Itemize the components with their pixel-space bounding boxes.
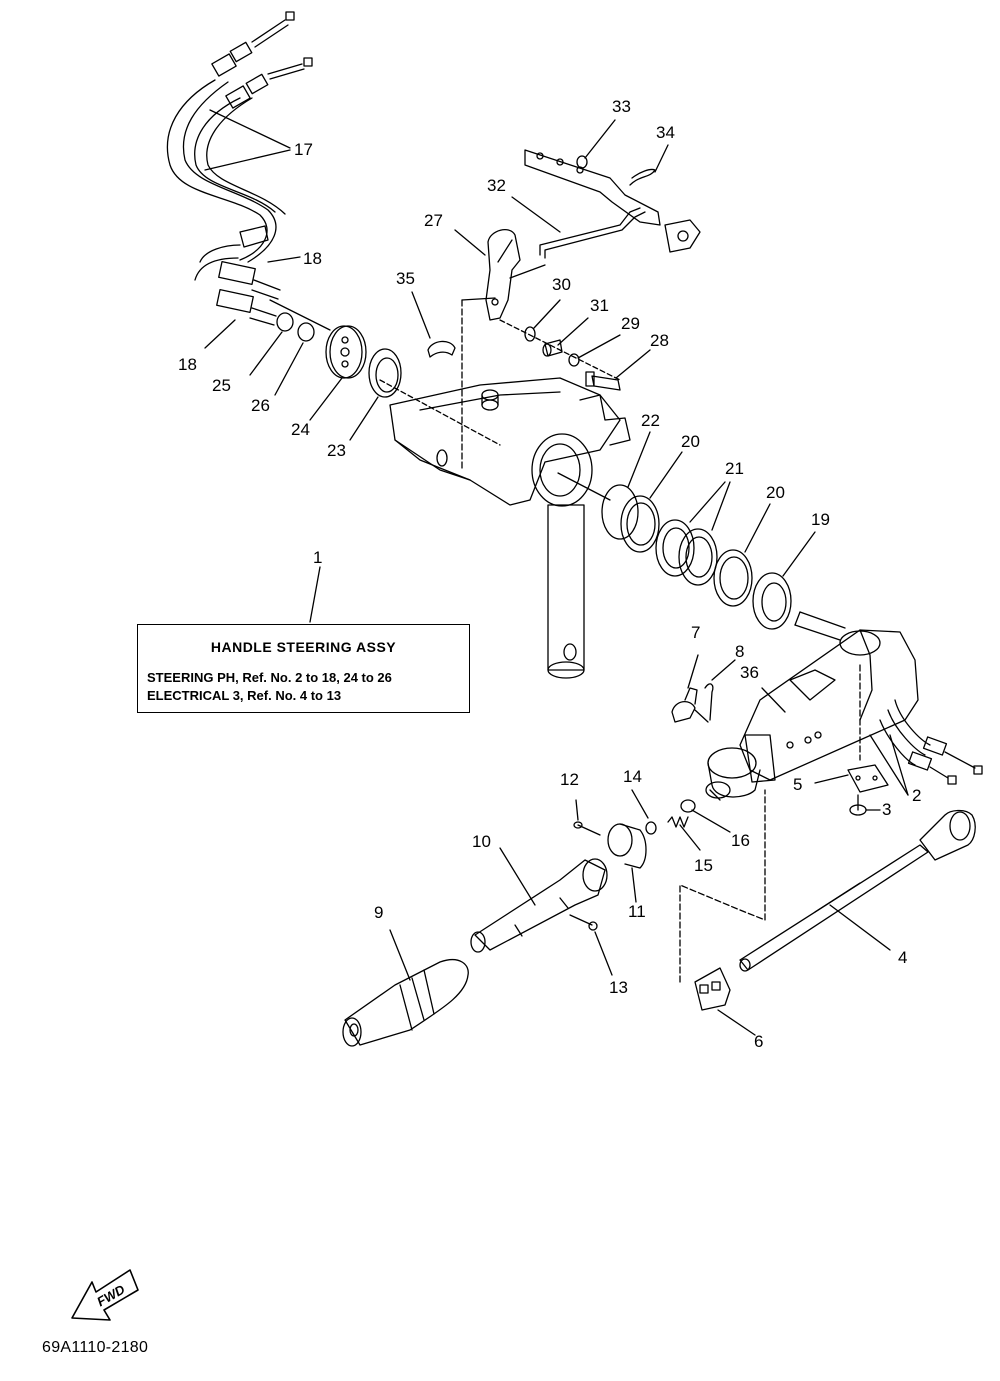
part-label-25: 25: [212, 376, 231, 395]
part-label-8: 8: [735, 642, 745, 661]
part-label-3: 3: [882, 800, 892, 819]
part-label-11: 11: [628, 902, 646, 921]
part-label-21: 21: [725, 459, 744, 478]
part-label-32: 32: [487, 176, 506, 195]
steering-bracket: [379, 377, 631, 679]
part-6-connector: [679, 789, 766, 1036]
part-label-15: 15: [694, 856, 713, 875]
part-21-shims: [655, 481, 731, 586]
part-label-10: 10: [472, 832, 491, 851]
part-label-30: 30: [552, 275, 571, 294]
part-label-22: 22: [641, 411, 660, 430]
part-28-bolt: [585, 371, 621, 391]
part-label-19: 19: [811, 510, 830, 529]
part-label-16: 16: [731, 831, 750, 850]
part-30-washer: [524, 326, 536, 342]
fwd-arrow-icon: [71, 1269, 139, 1321]
assembly-note-line-2: ELECTRICAL 3, Ref. No. 4 to 13: [147, 688, 342, 703]
part-label-29: 29: [621, 314, 640, 333]
part-label-17: 17: [294, 140, 313, 159]
part-label-18a: 18: [303, 249, 322, 268]
part-29-washer: [568, 353, 580, 367]
part-27-lever: [454, 229, 546, 321]
parts-24-25-26: [249, 299, 367, 421]
part-11-sleeve: [607, 823, 647, 903]
part-label-31: 31: [590, 296, 609, 315]
part-22-washer: [601, 431, 651, 540]
part-label-18b: 18: [178, 355, 197, 374]
part-label-9: 9: [374, 903, 384, 922]
part-label-12: 12: [560, 770, 579, 789]
part-33-bracket: [524, 119, 701, 253]
part-label-20a: 20: [681, 432, 700, 451]
part-34-clip: [629, 168, 656, 186]
part-12-screw: [573, 799, 601, 836]
part-2-steering-handle: [705, 611, 983, 801]
part-label-1: 1: [313, 548, 323, 567]
part-35-bushing: [411, 291, 456, 358]
part-7-switch: [671, 654, 709, 723]
part-label-24: 24: [291, 420, 310, 439]
assembly-note-box: HANDLE STEERING ASSY STEERING PH, Ref. N…: [137, 624, 470, 713]
part-label-36: 36: [740, 663, 759, 682]
part-label-13: 13: [609, 978, 628, 997]
leader-1: [309, 566, 321, 623]
part-label-20b: 20: [766, 483, 785, 502]
part-32-shift-rod: [511, 196, 646, 259]
part-label-33: 33: [612, 97, 631, 116]
part-13-screw: [569, 914, 613, 976]
document-code: 69A1110-2180: [42, 1339, 149, 1356]
part-label-23: 23: [327, 441, 346, 460]
part-14-washer: [631, 789, 657, 835]
part-3-screw: [849, 794, 881, 816]
part-20-washer-b: [713, 503, 771, 607]
part-18-cable-ends: [194, 225, 301, 349]
part-4-shaft: [739, 809, 976, 972]
part-16-pin: [680, 799, 731, 833]
part-17-cables: [166, 11, 313, 263]
part-20-washer-a: [620, 451, 683, 553]
part-5-plate: [814, 764, 889, 793]
part-label-28: 28: [650, 331, 669, 350]
part-label-35: 35: [396, 269, 415, 288]
part-label-6: 6: [754, 1032, 764, 1051]
part-label-14: 14: [623, 767, 642, 786]
part-label-5: 5: [793, 775, 803, 794]
part-label-2: 2: [912, 786, 922, 805]
part-label-26: 26: [251, 396, 270, 415]
part-label-27: 27: [424, 211, 443, 230]
part-label-4: 4: [898, 948, 908, 967]
assembly-note-line-1: STEERING PH, Ref. No. 2 to 18, 24 to 26: [147, 670, 392, 685]
part-label-7: 7: [691, 623, 701, 642]
part-8-wire: [704, 683, 714, 721]
assembly-title: HANDLE STEERING ASSY: [210, 639, 397, 655]
part-label-34: 34: [656, 123, 675, 142]
part-10-throttle-shaft: [470, 847, 608, 953]
part-19-seal: [752, 531, 816, 630]
part-15-spring: [667, 816, 701, 851]
part-9-grip: [342, 929, 469, 1047]
part-23-seal: [349, 348, 402, 441]
